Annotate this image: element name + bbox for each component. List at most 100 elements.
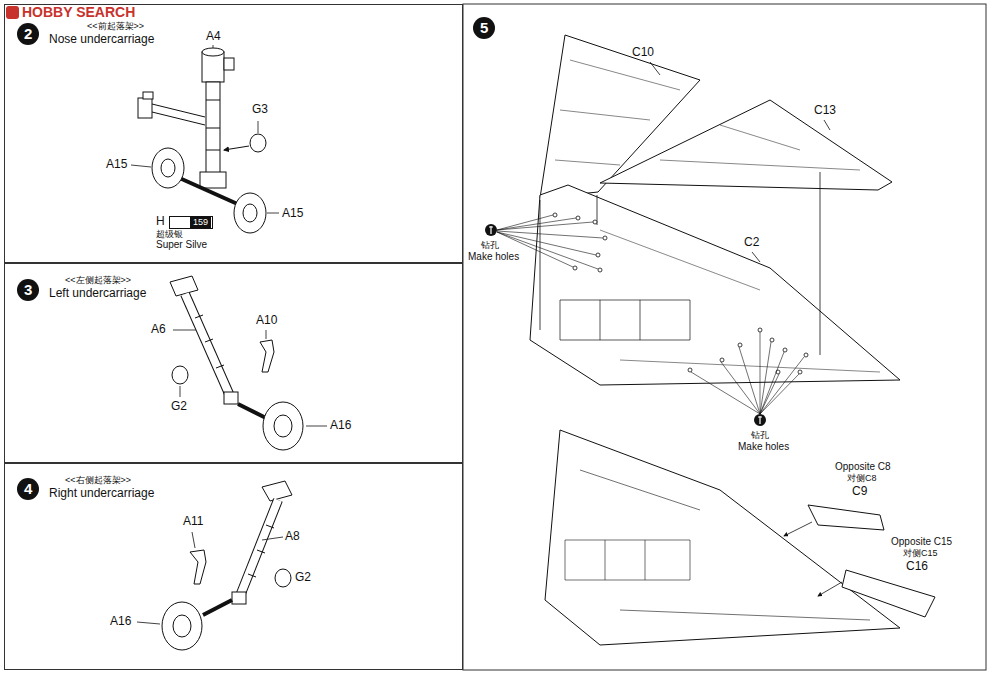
drill-holes — [593, 220, 597, 224]
part-number: C2 — [744, 236, 759, 250]
drill-holes — [688, 368, 692, 372]
left-gear — [260, 340, 274, 372]
left-gear — [170, 276, 303, 450]
part-number: G3 — [252, 103, 268, 117]
leader-line — [173, 330, 327, 426]
drill-holes — [573, 266, 577, 270]
leader-line — [267, 213, 279, 214]
wing-parts — [808, 505, 884, 530]
left-gear — [195, 315, 224, 368]
step-number-circle: 2 — [17, 23, 39, 45]
step-panel: <<左侧起落架>> Left undercarriage 3 — [4, 263, 463, 463]
instruction-text: 钻孔 — [751, 430, 769, 440]
nose-gear — [152, 104, 205, 125]
drill-holes — [553, 213, 557, 217]
drill-icon — [489, 226, 493, 234]
wing-parts — [530, 35, 935, 645]
nose-gear — [152, 148, 184, 188]
wing-parts — [530, 185, 900, 385]
nose-gear — [200, 172, 226, 188]
leader-line — [258, 121, 259, 133]
step-number: 5 — [480, 19, 488, 36]
step-number: 4 — [24, 480, 32, 497]
right-gear — [248, 525, 274, 577]
part-number: A11 — [183, 515, 203, 529]
nose-gear — [234, 193, 266, 233]
drill-holes — [738, 343, 742, 347]
left-gear — [274, 415, 292, 437]
nose-gear — [243, 204, 257, 222]
watermark-icon — [6, 6, 19, 19]
leader-line — [266, 330, 267, 339]
step-number: 2 — [24, 25, 32, 42]
step-title: Left undercarriage — [49, 287, 146, 301]
leader-line — [262, 537, 283, 540]
step-title: Nose undercarriage — [49, 33, 154, 47]
part-number: A6 — [151, 323, 166, 337]
paint-number: 159 — [190, 217, 211, 228]
step-title-cn: <<左侧起落架>> — [65, 275, 131, 285]
drill-holes — [798, 370, 802, 374]
drill-icon — [485, 224, 766, 426]
instruction-text: Opposite C15 — [891, 536, 952, 548]
step-number-circle: 5 — [473, 17, 495, 39]
nose-gear — [138, 48, 266, 233]
leader-line — [131, 45, 279, 213]
drill-holes — [758, 328, 762, 332]
guide-line — [650, 62, 660, 75]
step-panel: <<前起落架>> Nose undercarriage 2H159 — [4, 4, 463, 263]
step-title-cn: <<右侧起落架>> — [65, 475, 131, 485]
left-gear — [263, 402, 303, 450]
paint-code-chip: H159 — [169, 216, 213, 229]
left-gear — [185, 294, 230, 396]
nose-gear — [250, 134, 266, 152]
part-number: A4 — [206, 30, 221, 44]
guide-line — [824, 120, 830, 130]
right-gear — [162, 602, 202, 650]
wing-parts — [842, 570, 935, 617]
instruction-text: Make holes — [468, 251, 519, 263]
right-gear — [162, 481, 292, 650]
watermark: HOBBY SEARCH — [22, 4, 135, 20]
part-number: A10 — [256, 314, 277, 328]
guide-line — [540, 200, 541, 330]
instruction-text: 对侧C8 — [847, 473, 877, 483]
leader-line — [192, 532, 195, 548]
part-number: A8 — [285, 530, 300, 544]
leader-line — [131, 165, 151, 167]
step-number-circle: 4 — [17, 478, 39, 500]
drill-icon — [485, 224, 497, 236]
guide-line — [818, 582, 842, 596]
drill-icon — [754, 414, 766, 426]
leader-line — [306, 426, 327, 427]
right-gear — [232, 592, 246, 604]
part-number: C9 — [852, 485, 867, 499]
nose-gear — [143, 92, 153, 99]
part-number: A16 — [330, 419, 351, 433]
part-number: C10 — [632, 46, 654, 60]
part-number: A16 — [110, 615, 131, 629]
nose-gear — [224, 58, 234, 70]
part-number: G2 — [171, 400, 187, 414]
wing-parts — [545, 430, 900, 645]
nose-gear — [206, 82, 220, 174]
step-number-circle: 3 — [17, 279, 39, 301]
step-title-cn: <<前起落架>> — [87, 21, 144, 31]
guide-line — [752, 252, 760, 262]
part-number: A15 — [282, 207, 303, 221]
nose-gear — [224, 146, 249, 150]
drill-holes — [783, 348, 787, 352]
instruction-text: 钻孔 — [481, 240, 499, 250]
guide-line — [820, 172, 821, 355]
step-number: 3 — [24, 281, 32, 298]
part-number: G2 — [295, 571, 311, 585]
part-number: C13 — [814, 104, 836, 118]
left-gear — [172, 366, 188, 384]
right-gear — [262, 481, 292, 501]
leader-line — [213, 45, 214, 48]
wing-parts — [660, 125, 860, 170]
drill-holes — [804, 353, 808, 357]
wing-parts — [555, 60, 680, 165]
step-title: Right undercarriage — [49, 487, 154, 501]
nose-gear — [138, 98, 152, 118]
